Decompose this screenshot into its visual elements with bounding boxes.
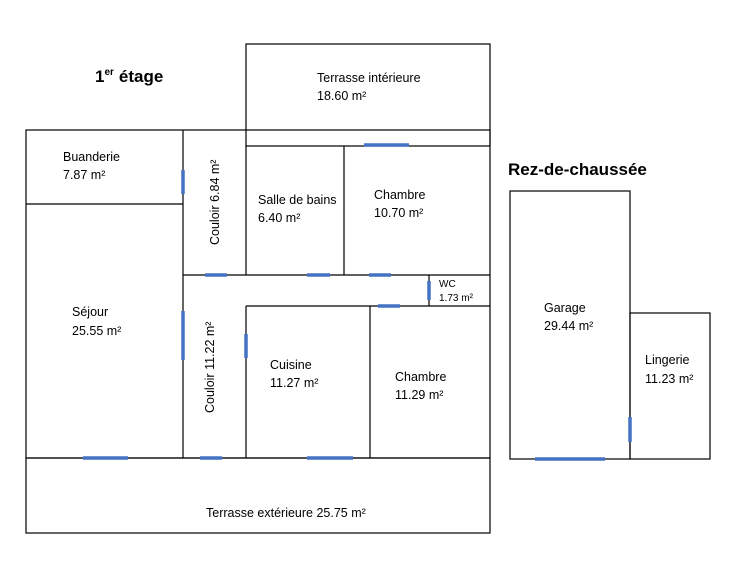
chambre-top-name: Chambre	[374, 188, 425, 202]
lingerie-name: Lingerie	[645, 353, 690, 367]
wc-name: WC	[439, 279, 456, 290]
cuisine-name: Cuisine	[270, 358, 312, 372]
couloir-bottom-label: Couloir 11.22 m²	[203, 322, 217, 413]
terrasse-exterieure-room	[25, 457, 491, 534]
sejour-area: 25.55 m²	[72, 324, 121, 338]
terrasse-interieure-name: Terrasse intérieure	[317, 71, 421, 85]
lingerie-area: 11.23 m²	[645, 372, 693, 386]
upper-floor-walls	[25, 43, 491, 534]
garage-name: Garage	[544, 301, 586, 315]
room-labels: Terrasse intérieure 18.60 m² Buanderie 7…	[63, 71, 693, 520]
terrasse-interieure-area: 18.60 m²	[317, 89, 366, 103]
openings	[83, 143, 632, 461]
couloir-top-label: Couloir 6.84 m²	[208, 160, 222, 245]
terrasse-exterieure-label: Terrasse extérieure 25.75 m²	[206, 506, 366, 520]
salle-de-bains-name: Salle de bains	[258, 193, 337, 207]
terrasse-interieure-room	[245, 43, 491, 147]
sejour-name: Séjour	[72, 305, 108, 319]
ground-floor-walls	[509, 190, 711, 460]
salle-de-bains-area: 6.40 m²	[258, 211, 300, 225]
garage-area: 29.44 m²	[544, 319, 593, 333]
wc-area: 1.73 m²	[439, 293, 474, 304]
buanderie-name: Buanderie	[63, 150, 120, 164]
ground-floor-heading: Rez-de-chaussée	[508, 160, 647, 179]
chambre-bottom-name: Chambre	[395, 370, 446, 384]
chambre-bottom-area: 11.29 m²	[395, 388, 443, 402]
cuisine-area: 11.27 m²	[270, 376, 318, 390]
buanderie-area: 7.87 m²	[63, 168, 105, 182]
chambre-top-area: 10.70 m²	[374, 206, 423, 220]
lingerie-room	[629, 312, 711, 460]
